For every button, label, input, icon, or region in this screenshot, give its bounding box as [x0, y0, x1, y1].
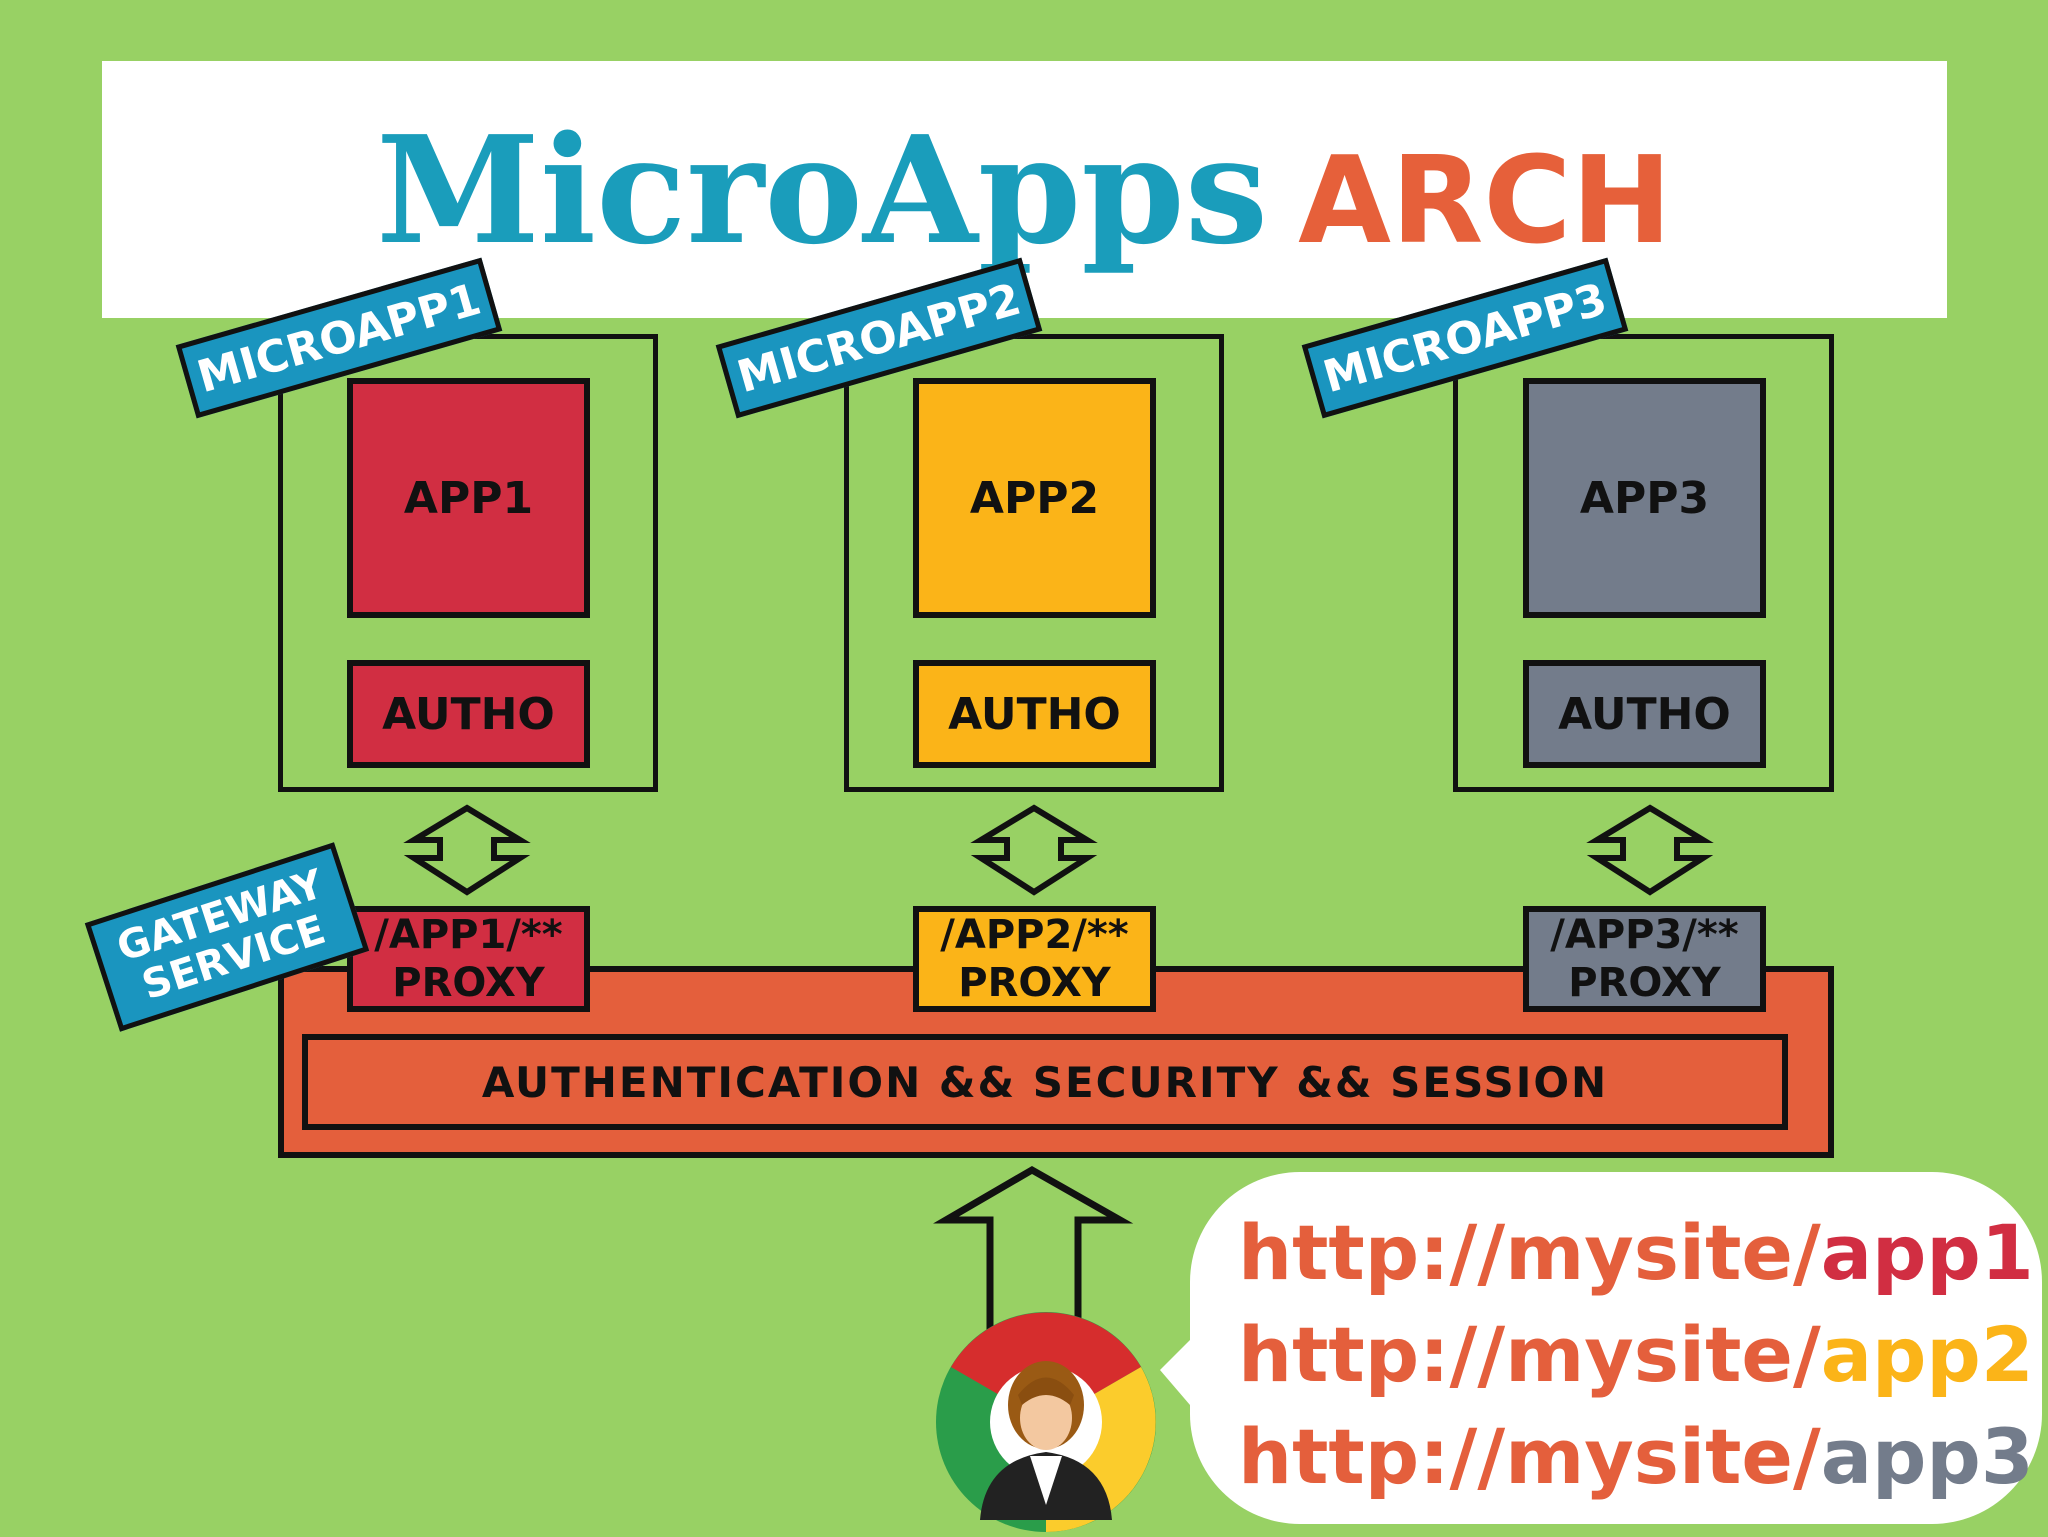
user-avatar-icon — [980, 1361, 1112, 1520]
app2-box: APP2 — [913, 378, 1156, 618]
url-base-3: http://mysite/ — [1238, 1412, 1821, 1501]
url-speech-bubble — [1190, 1172, 2042, 1524]
app3-proxy-label: PROXY — [1568, 960, 1721, 1006]
title-part-2: ARCH — [1298, 132, 1672, 271]
app2-autho-box: AUTHO — [913, 660, 1156, 768]
app3-box: APP3 — [1523, 378, 1766, 618]
url-line-app2[interactable]: http://mysite/app2 — [1238, 1310, 2038, 1399]
title-part-1: MicroApps — [376, 103, 1269, 277]
url-line-app1[interactable]: http://mysite/app1 — [1238, 1208, 2038, 1297]
app1-box: APP1 — [347, 378, 590, 618]
app1-proxy-label: PROXY — [392, 960, 545, 1006]
url-base-2: http://mysite/ — [1238, 1310, 1821, 1399]
app3-autho-box: AUTHO — [1523, 660, 1766, 768]
double-arrow-icon — [1586, 804, 1714, 896]
url-path-app1: app1 — [1820, 1208, 2034, 1297]
app3-proxy-path: /APP3/** — [1550, 912, 1739, 958]
app2-proxy-box: /APP2/** PROXY — [913, 906, 1156, 1012]
url-path-app2: app2 — [1820, 1310, 2034, 1399]
microapp3-container — [1453, 334, 1834, 792]
double-arrow-icon — [970, 804, 1098, 896]
app2-proxy-label: PROXY — [958, 960, 1111, 1006]
url-base-1: http://mysite/ — [1238, 1208, 1821, 1297]
url-line-app3[interactable]: http://mysite/app3 — [1238, 1412, 2038, 1501]
app3-proxy-box: /APP3/** PROXY — [1523, 906, 1766, 1012]
auth-security-session-bar: AUTHENTICATION && SECURITY && SESSION — [302, 1034, 1788, 1130]
app1-autho-box: AUTHO — [347, 660, 590, 768]
app1-proxy-path: /APP1/** — [374, 912, 563, 958]
app2-proxy-path: /APP2/** — [940, 912, 1129, 958]
app1-proxy-box: /APP1/** PROXY — [347, 906, 590, 1012]
double-arrow-icon — [403, 804, 531, 896]
url-path-app3: app3 — [1820, 1412, 2034, 1501]
microapp2-container — [844, 334, 1224, 792]
